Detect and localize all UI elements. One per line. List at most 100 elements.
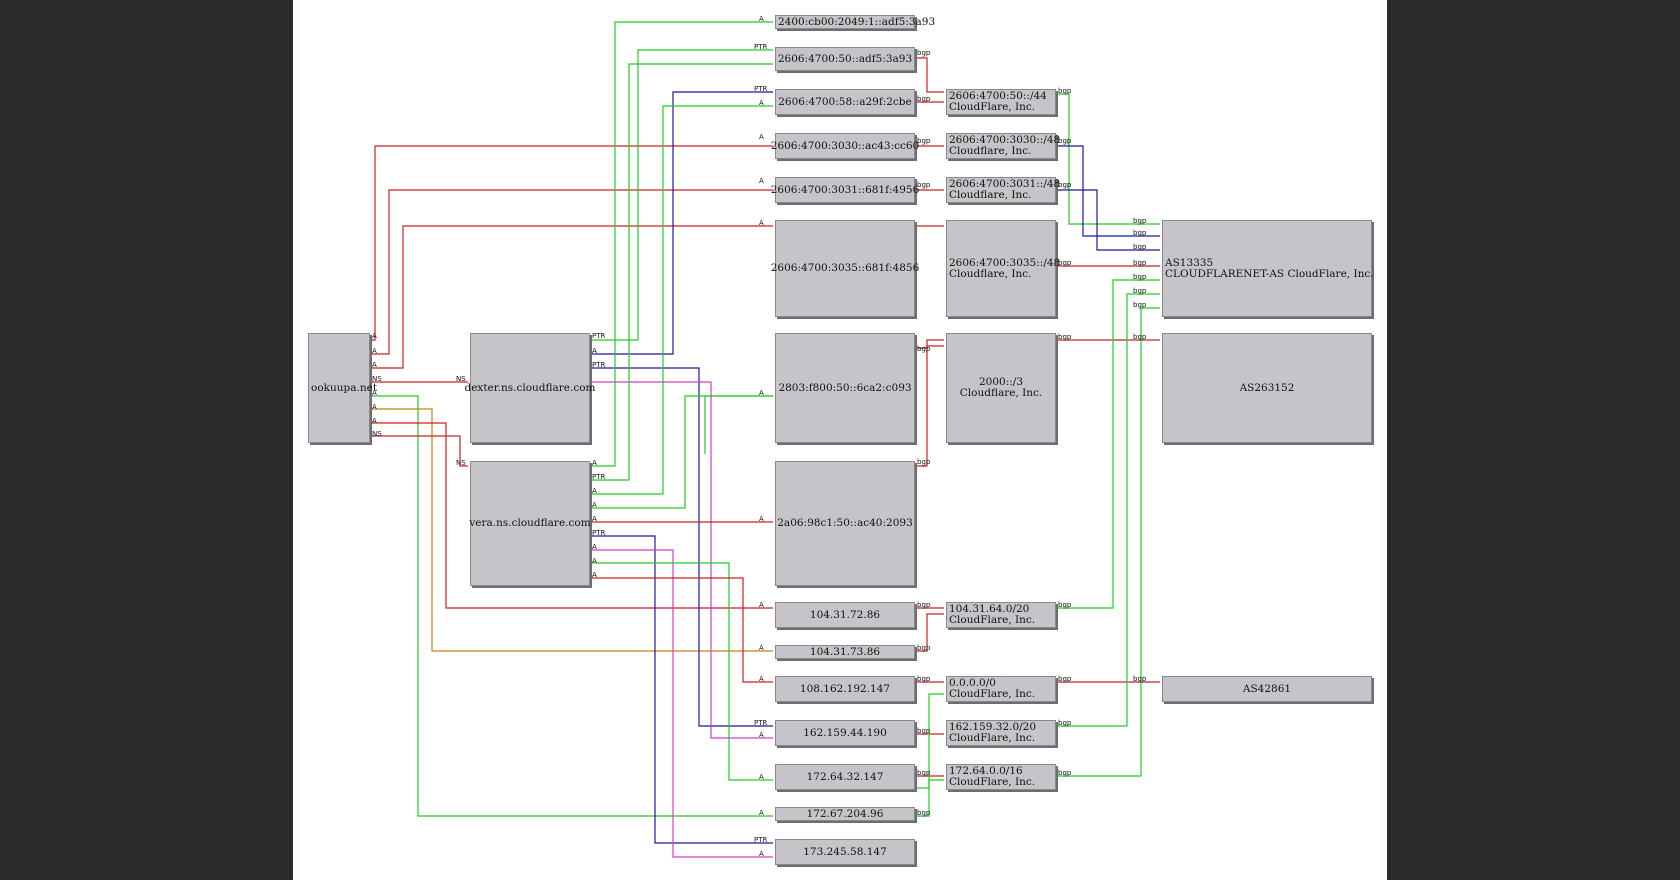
edge-label-bgp: bgp (917, 95, 931, 103)
edge-label-a: A (759, 515, 764, 523)
edge-label-a: A (372, 389, 377, 397)
node-ookuupa[interactable]: ookuupa.net (308, 333, 377, 443)
edge-label-bgp: bgp (917, 345, 931, 353)
edge-label-a: A (372, 403, 377, 411)
edge-label-bgp: bgp (917, 809, 931, 817)
node-prefix-3030[interactable]: 2606:4700:3030::/48 Cloudflare, Inc. (946, 133, 1060, 159)
edge-label-a: A (759, 133, 764, 141)
edge-label-a: A (592, 543, 597, 551)
node-prefix-162[interactable]: 162.159.32.0/20 CloudFlare, Inc. (946, 720, 1056, 746)
node-prefix-3035[interactable]: 2606:4700:3035::/48 Cloudflare, Inc. (946, 220, 1060, 317)
node-dexter[interactable]: dexter.ns.cloudflare.com (464, 333, 596, 443)
node-prefix-3031[interactable]: 2606:4700:3031::/48 Cloudflare, Inc. (946, 177, 1060, 203)
edge-bgp-172-67 (915, 693, 944, 817)
edge-label-a: A (592, 501, 597, 509)
node-ip-104-72-86[interactable]: 104.31.72.86 (775, 602, 915, 628)
edge-ookuupa-172-67 (370, 395, 773, 817)
edge-label-bgp: bgp (917, 601, 931, 609)
edge-bgp-173 (915, 779, 944, 789)
edge-dexter-2606-50 (590, 49, 773, 341)
edge-label-bgp: bgp (1133, 333, 1147, 341)
node-prefix-2000[interactable]: 2000::/3 Cloudflare, Inc. (946, 333, 1056, 443)
node-prefix-172[interactable]: 172.64.0.0/16 CloudFlare, Inc. (946, 764, 1056, 790)
edge-vera-172-64 (590, 562, 773, 781)
edge-vera-2606-50 (590, 63, 773, 481)
edge-label-bgp: bgp (917, 727, 931, 735)
edge-label-ns: NS (456, 459, 466, 467)
node-ip-2606-50[interactable]: 2606:4700:50::adf5:3a93 (775, 47, 915, 71)
node-ip-3031[interactable]: 2606:4700:3031::681f:4956 (771, 177, 919, 203)
edge-label-a: A (592, 487, 597, 495)
node-ip-3030[interactable]: 2606:4700:3030::ac43:cc60 (771, 133, 919, 159)
edge-bgp-2606-50 (915, 57, 944, 93)
edge-label-bgp: bgp (1133, 243, 1147, 251)
node-ip-108[interactable]: 108.162.192.147 (775, 676, 915, 702)
edge-label-a: A (759, 731, 764, 739)
edge-label-ptr: PTR (754, 43, 768, 51)
edge-bgp-2a06 (915, 345, 944, 467)
edge-vera-2400 (590, 21, 773, 467)
node-ip-173[interactable]: 173.245.58.147 (775, 839, 915, 865)
edge-label-bgp: bgp (917, 458, 931, 466)
node-ip-2803[interactable]: 2803:f800:50::6ca2:c093 (775, 333, 915, 443)
edge-dexter-2a06 (590, 381, 773, 739)
node-ip-172-67[interactable]: 172.67.204.96 (775, 807, 915, 821)
edge-label-a: A (372, 361, 377, 369)
node-prefix-2606-44[interactable]: 2606:4700:50::/44 CloudFlare, Inc. (946, 89, 1056, 115)
edge-label-bgp: bgp (1058, 259, 1072, 267)
edge-vera-173b (590, 549, 773, 858)
edge-as-3031 (1056, 189, 1160, 251)
node-ip-162[interactable]: 162.159.44.190 (775, 720, 915, 746)
edge-label-a: A (759, 389, 764, 397)
node-vera[interactable]: vera.ns.cloudflare.com (469, 461, 591, 586)
edge-label-a: A (592, 459, 597, 467)
edge-label-bgp: bgp (1058, 333, 1072, 341)
edge-label-a: A (759, 675, 764, 683)
edge-label-ptr: PTR (592, 473, 606, 481)
node-ip-3035[interactable]: 2606:4700:3035::681f:4856 (771, 220, 919, 317)
edge-label-bgp: bgp (1133, 229, 1147, 237)
edge-ookuupa-vera (370, 435, 468, 467)
edge-label-a: A (592, 515, 597, 523)
edge-ookuupa-3031 (370, 189, 773, 355)
edge-label-ns: NS (372, 375, 382, 383)
node-as263152[interactable]: AS263152 (1162, 333, 1372, 443)
node-prefix-0000[interactable]: 0.0.0.0/0 CloudFlare, Inc. (946, 676, 1056, 702)
edge-ookuupa-104-73 (370, 408, 773, 652)
edge-vera-2606-58 (590, 105, 773, 495)
edge-vera-173 (590, 535, 773, 844)
edge-label-a: A (372, 332, 377, 340)
edge-layer (370, 21, 1160, 858)
edge-label-ns: NS (372, 430, 382, 438)
edge-dexter-2606-58 (590, 91, 773, 355)
edge-as-172 (1056, 307, 1160, 777)
edge-label-bgp: bgp (1133, 273, 1147, 281)
node-ip-2606-58[interactable]: 2606:4700:58::a29f:2cbe (775, 89, 915, 115)
edge-label-bgp: bgp (917, 49, 931, 57)
edge-as-2606-44 (1056, 93, 1160, 225)
edge-label-bgp: bgp (917, 675, 931, 683)
edge-dexter-2803 (704, 395, 773, 454)
node-ip-104-73-86[interactable]: 104.31.73.86 (775, 645, 915, 659)
node-ip-2400[interactable]: 2400:cb00:2049:1::adf5:3a93 (775, 15, 935, 29)
node-as42861[interactable]: AS42861 (1162, 676, 1372, 702)
node-as13335[interactable]: AS13335 CLOUDFLARENET-AS CloudFlare, Inc… (1162, 220, 1374, 317)
edge-label-bgp: bgp (1058, 87, 1072, 95)
edge-label-bgp: bgp (1058, 181, 1072, 189)
node-prefix-104[interactable]: 104.31.64.0/20 CloudFlare, Inc. (946, 602, 1056, 628)
edge-label-ptr: PTR (592, 361, 606, 369)
edge-label-ns: NS (456, 375, 466, 383)
edge-label-a: A (759, 219, 764, 227)
edge-label-bgp: bgp (1058, 719, 1072, 727)
edge-label-bgp: bgp (1058, 601, 1072, 609)
edge-label-a: A (759, 15, 764, 23)
edge-label-a: A (592, 557, 597, 565)
edge-label-bgp: bgp (917, 769, 931, 777)
edge-bgp-104-73 (915, 613, 944, 652)
edge-ookuupa-3035 (370, 225, 773, 369)
edge-label-a: A (592, 347, 597, 355)
edge-label-bgp: bgp (917, 181, 931, 189)
edge-vera-108 (590, 577, 773, 683)
node-ip-172-64[interactable]: 172.64.32.147 (775, 764, 915, 790)
node-ip-2a06[interactable]: 2a06:98c1:50::ac40:2093 (775, 461, 915, 586)
